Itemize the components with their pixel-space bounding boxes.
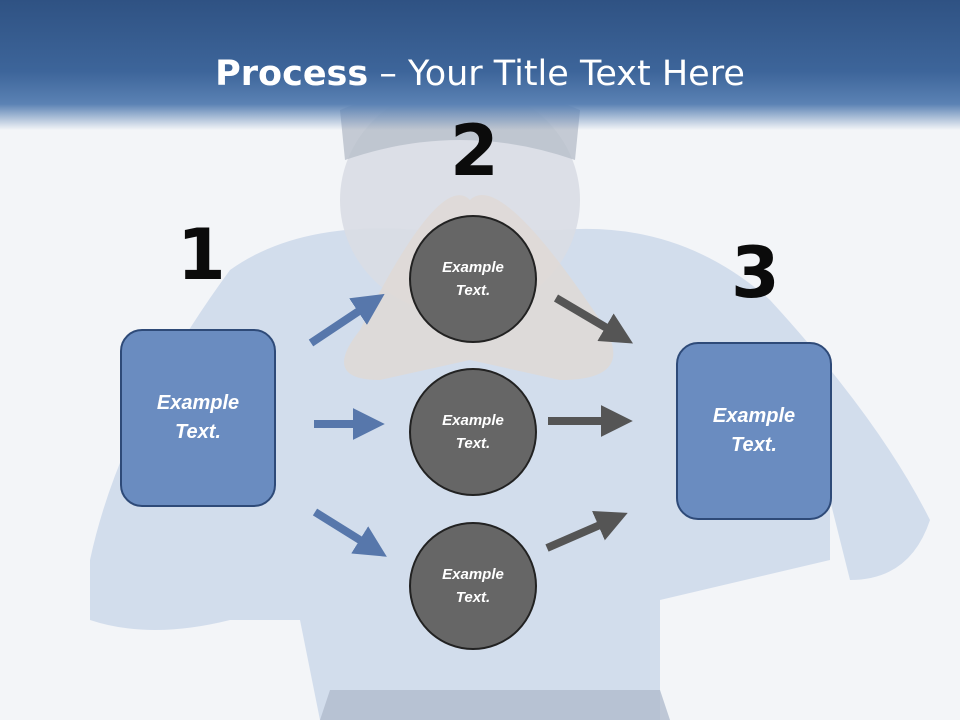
arrow-box1-to-circle-bottom — [312, 508, 387, 557]
step-2-circle-top: Example Text. — [409, 215, 537, 343]
title-bar — [0, 0, 960, 130]
circle-top-text: Example Text. — [442, 259, 504, 299]
arrow-circle-bottom-to-box3 — [545, 510, 628, 552]
step-2-circle-middle: Example Text. — [409, 368, 537, 496]
title-rest: – Your Title Text Here — [368, 54, 745, 94]
circle-middle-text: Example Text. — [442, 412, 504, 452]
step-1-text: Example Text. — [156, 392, 240, 443]
title-bold: Process — [215, 54, 369, 94]
arrow-circle-top-to-box3 — [553, 294, 634, 344]
step-number-1: 1 — [177, 214, 226, 296]
step-3-box: Example Text. — [676, 342, 832, 520]
step-3-text: Example Text. — [712, 405, 796, 456]
step-2-circle-bottom: Example Text. — [409, 522, 537, 650]
step-number-3: 3 — [731, 232, 780, 314]
step-1-box: Example Text. — [120, 329, 276, 507]
arrow-box1-to-circle-top — [308, 293, 385, 347]
page-title: Process – Your Title Text Here — [0, 52, 960, 96]
circle-bottom-text: Example Text. — [442, 566, 504, 606]
step-number-2: 2 — [450, 110, 499, 192]
